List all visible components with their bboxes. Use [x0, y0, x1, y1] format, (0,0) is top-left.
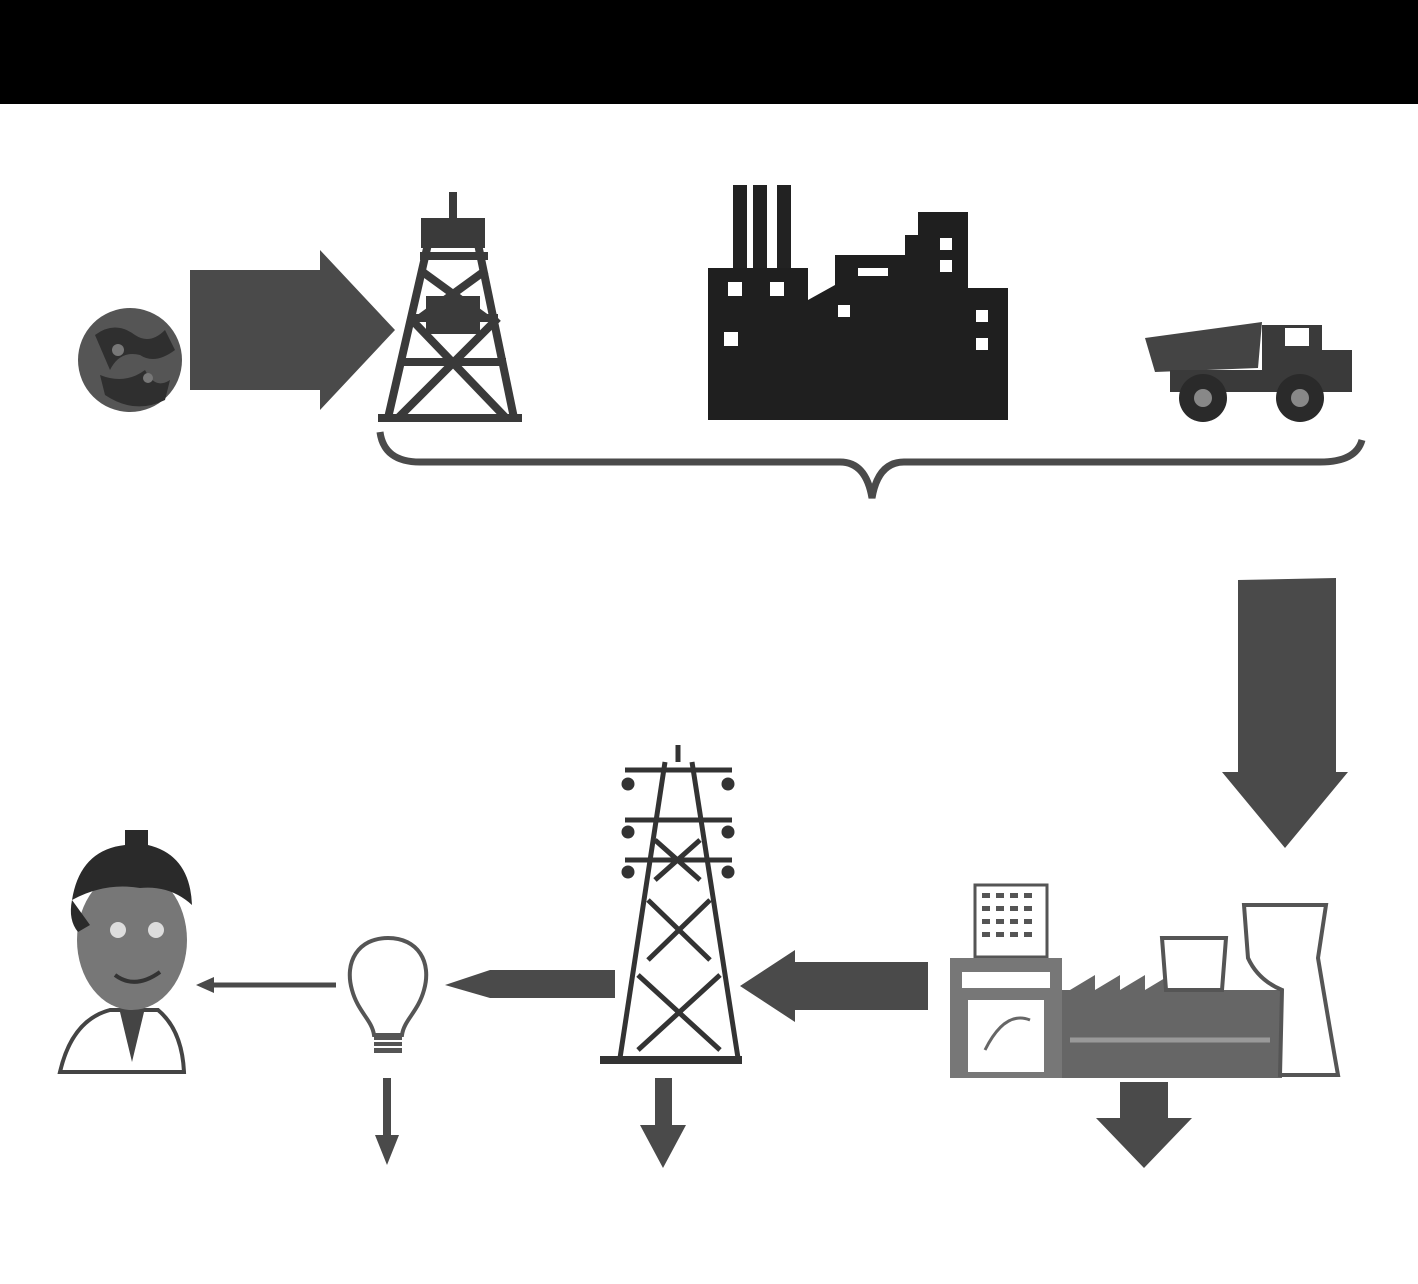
power-plant-icon [950, 883, 1341, 1078]
dump-truck-icon [1145, 322, 1352, 422]
light-bulb-icon [347, 935, 429, 1053]
top-black-bar [0, 0, 1418, 104]
drilling-rig-icon [378, 192, 522, 422]
transmission-tower-icon [600, 745, 742, 1064]
arrow-tower-to-bulb [445, 970, 615, 998]
arrow-earth-to-rig [190, 250, 395, 410]
person-icon [57, 830, 192, 1074]
earth-icon [78, 308, 182, 412]
loss-arrow-tower [640, 1078, 686, 1168]
factory-icon [708, 185, 1008, 420]
loss-arrow-bulb [375, 1078, 399, 1165]
arrow-power-plant-to-tower [740, 950, 928, 1022]
loss-arrow-power-plant [1096, 1082, 1192, 1168]
arrow-down-to-power-plant [1222, 578, 1348, 848]
arrow-bulb-to-person [196, 977, 336, 993]
group-brace [376, 431, 1366, 499]
